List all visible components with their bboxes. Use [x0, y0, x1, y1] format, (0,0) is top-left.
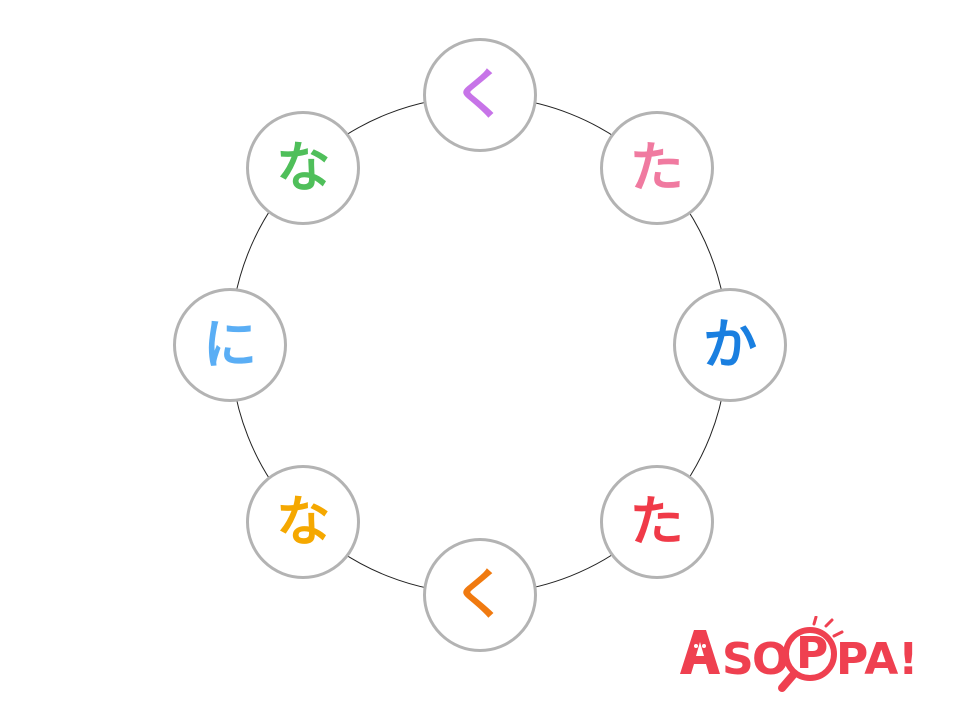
character-glyph: く — [453, 563, 507, 626]
character-glyph: か — [703, 313, 757, 376]
character-node: な — [246, 111, 361, 226]
character-node: た — [599, 111, 714, 226]
character-node: た — [599, 464, 714, 579]
asoppa-logo: S O P PA! — [680, 616, 918, 692]
character-node: く — [423, 538, 537, 652]
svg-text:PA!: PA! — [836, 634, 918, 685]
character-node: な — [246, 464, 361, 579]
character-glyph: に — [203, 313, 257, 376]
svg-text:O: O — [752, 634, 789, 685]
svg-text:S: S — [722, 634, 754, 685]
character-node: に — [173, 288, 287, 402]
character-glyph: な — [276, 489, 331, 553]
character-glyph: く — [453, 63, 507, 126]
character-glyph: た — [629, 136, 684, 200]
svg-text:P: P — [796, 628, 828, 679]
character-node: か — [673, 288, 787, 402]
character-glyph: な — [276, 136, 331, 200]
character-glyph: た — [629, 489, 684, 553]
character-node: く — [423, 38, 537, 152]
